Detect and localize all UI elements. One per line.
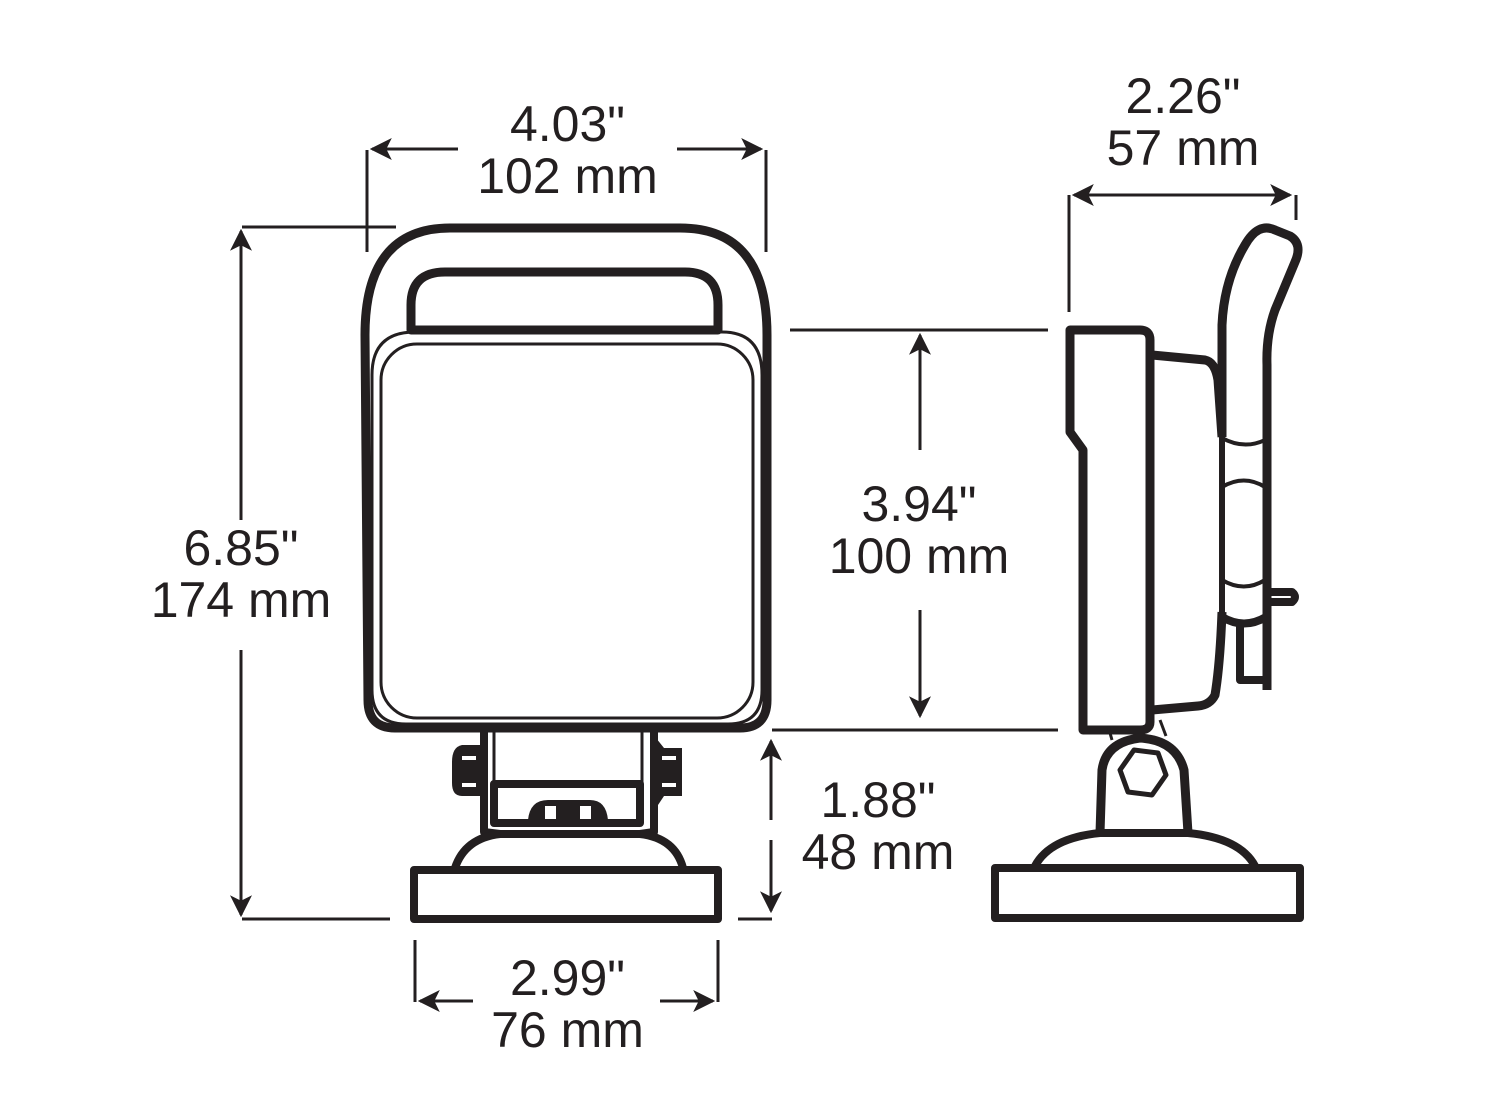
side-pivot-arm: [1095, 733, 1193, 834]
overall-height-inches: 6.85": [183, 520, 299, 576]
depth-label: 2.26" 57 mm: [1088, 70, 1278, 174]
side-base-plate: [991, 864, 1304, 922]
front-view: [360, 223, 772, 923]
base-width-mm: 76 mm: [491, 1002, 644, 1058]
overall-height-mm: 174 mm: [150, 572, 332, 628]
overall-width-mm: 102 mm: [477, 148, 658, 204]
base-dome: [451, 830, 687, 870]
lens-face: [379, 342, 755, 720]
side-view: [991, 223, 1304, 922]
dimension-lines: [230, 138, 1298, 1012]
side-rear-housing: [1151, 350, 1227, 715]
overall-width-label: 4.03" 102 mm: [450, 98, 685, 202]
base-plate: [410, 866, 722, 923]
base-height-mm: 48 mm: [801, 824, 955, 880]
mount-bracket-lower: [490, 780, 644, 827]
base-height-inches: 1.88": [820, 772, 936, 828]
overall-height-label: 6.85" 174 mm: [130, 522, 352, 626]
side-lens-plate: [1065, 325, 1155, 735]
depth-inches: 2.26": [1125, 68, 1241, 124]
side-switch: [1268, 588, 1299, 606]
depth-mm: 57 mm: [1106, 120, 1260, 176]
base-width-inches: 2.99": [509, 950, 626, 1006]
hex-nut: [1117, 747, 1169, 798]
lens-height-label: 3.94" 100 mm: [806, 478, 1032, 582]
handle-grip: [406, 267, 723, 335]
mount-bracket-inner: [492, 728, 644, 784]
handle-outer: [360, 223, 772, 733]
left-bolt: [452, 745, 480, 796]
lens-height-mm: 100 mm: [828, 528, 1010, 584]
side-handle: [1217, 223, 1303, 690]
mount-knob: [528, 800, 608, 820]
side-base-dome: [1031, 829, 1259, 869]
mount-bracket-outer: [480, 728, 658, 838]
lens-height-inches: 3.94": [861, 476, 977, 532]
lens-housing: [370, 330, 764, 726]
overall-width-inches: 4.03": [509, 96, 626, 152]
base-width-label: 2.99" 76 mm: [470, 952, 665, 1056]
right-bolt: [656, 738, 682, 808]
base-height-label: 1.88" 48 mm: [782, 774, 974, 878]
